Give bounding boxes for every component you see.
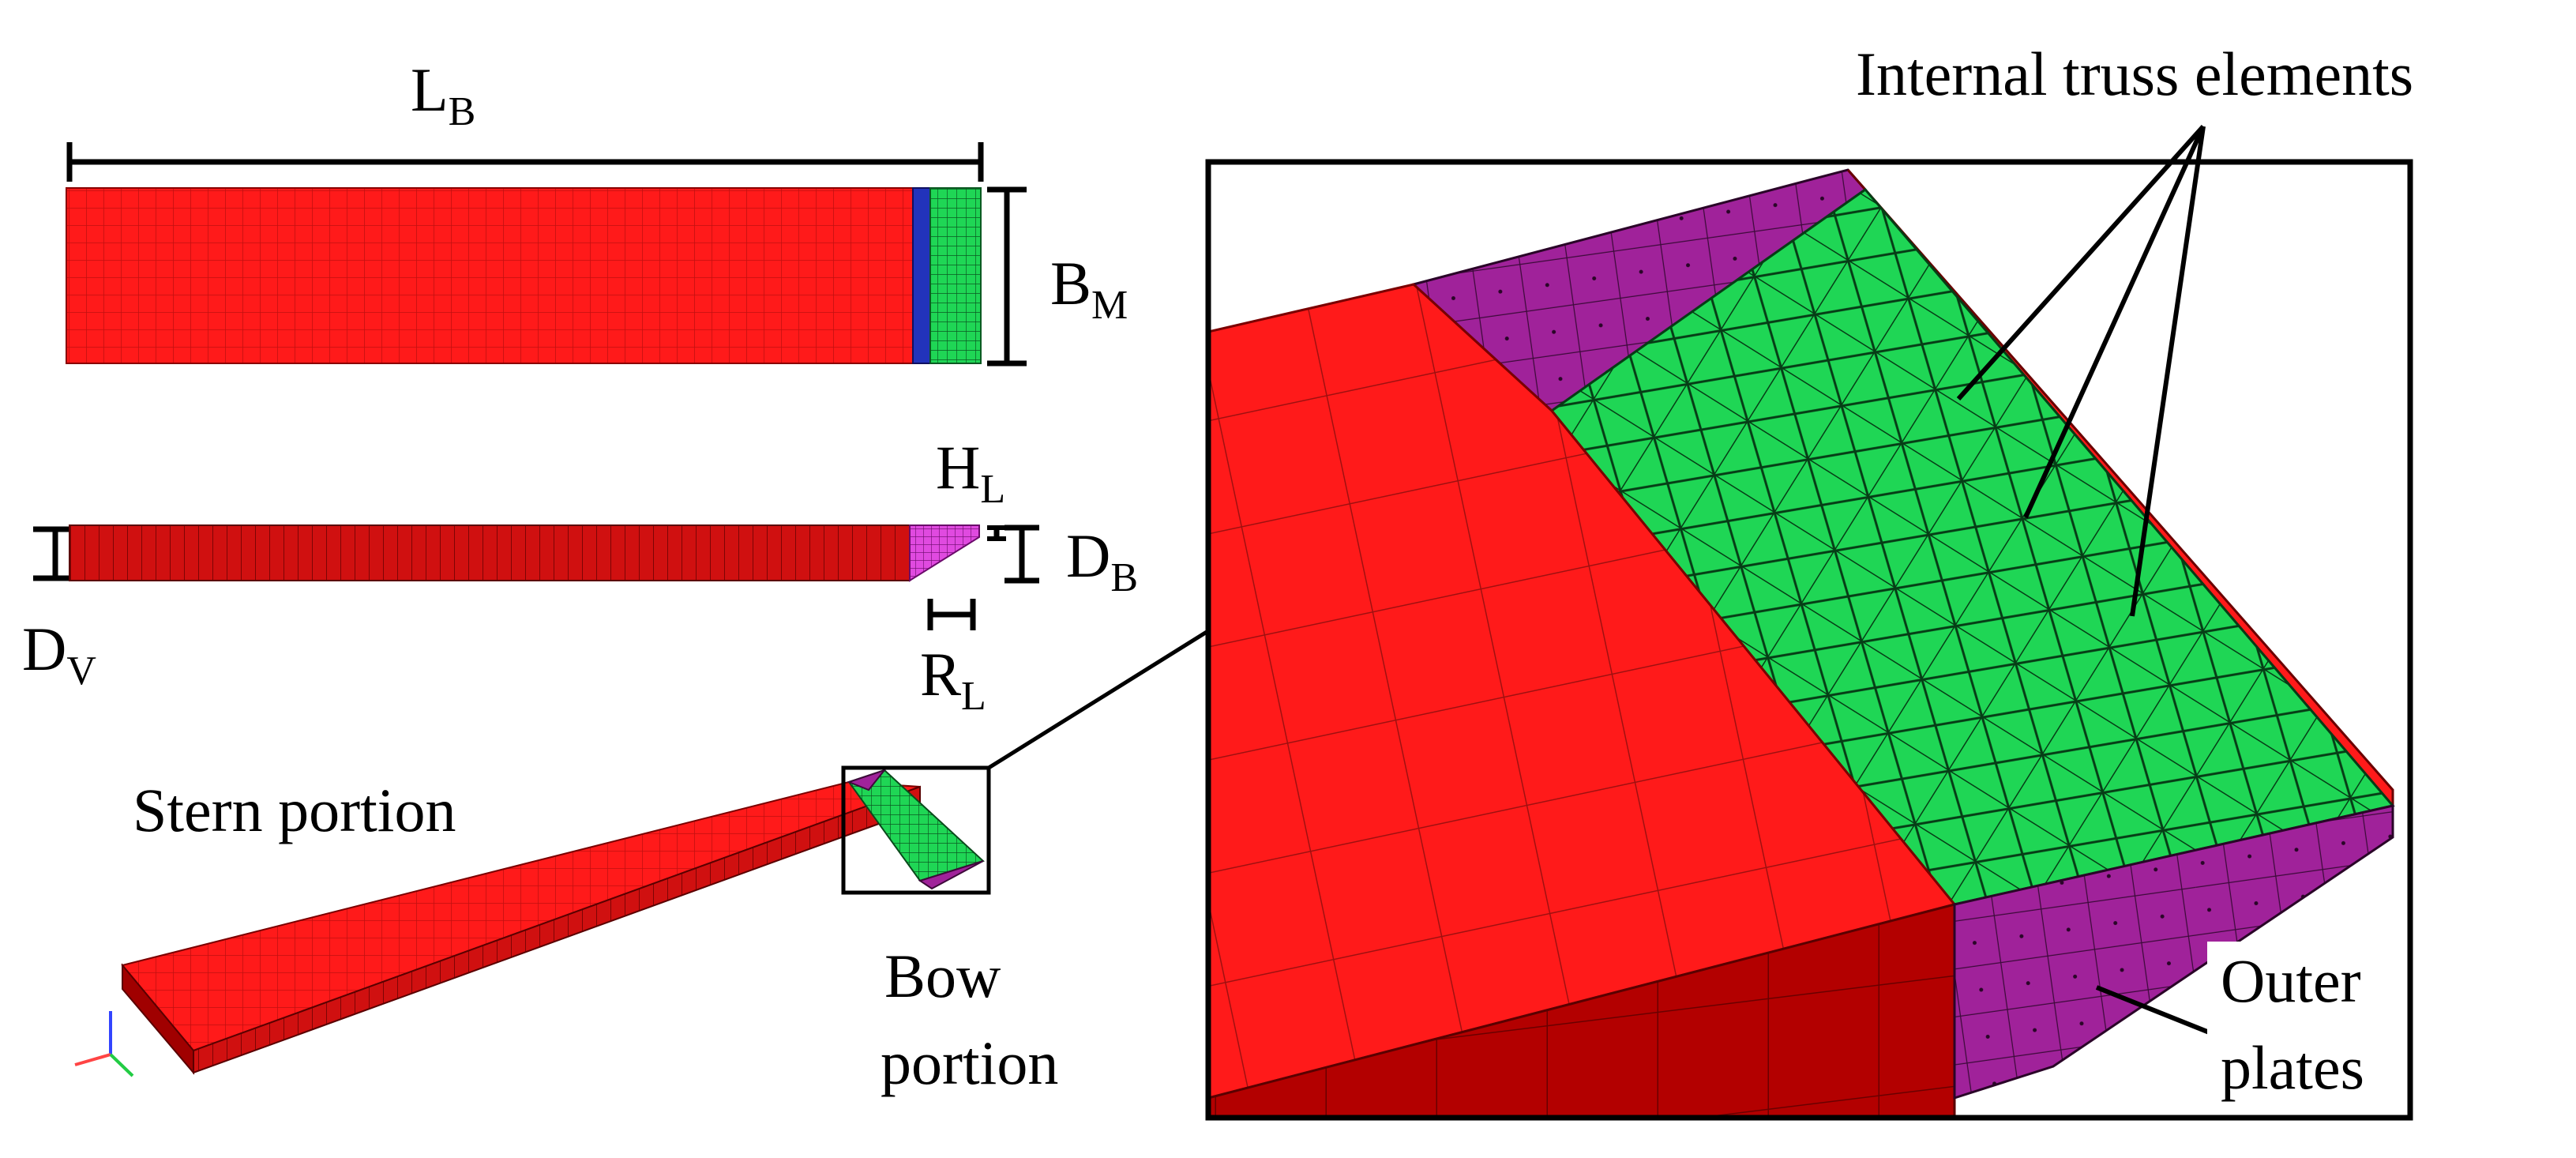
- outer-plates-label-line2: plates: [2221, 1033, 2364, 1102]
- top-view: LB BM: [66, 55, 1128, 367]
- breadth-label: BM: [1050, 249, 1128, 328]
- axis-triad-icon: [74, 1011, 134, 1077]
- hull-side-detail: [1208, 903, 1956, 1118]
- bow-iso-plate-bottom: [918, 860, 984, 890]
- hull-side-rectangle: [69, 524, 911, 581]
- hull-plan-rectangle: [66, 187, 914, 364]
- detail-panel: Internal truss elements Outer plates: [1205, 39, 2413, 1121]
- truss-leader-line-2: [2023, 125, 2206, 519]
- hull-depth-label: DV: [22, 615, 96, 694]
- truss-label: Internal truss elements: [1856, 39, 2413, 108]
- outer-plates-label-bg: [2207, 942, 2397, 1107]
- bow-height-label: HL: [936, 433, 1005, 512]
- stern-label: Stern portion: [133, 776, 456, 844]
- zoom-box: [841, 765, 991, 895]
- hull-deck-detail: [1208, 283, 1957, 1100]
- bow-depth-label: DB: [1066, 521, 1138, 600]
- length-label: LB: [411, 55, 475, 134]
- isometric-view: Stern portion Bow portion: [74, 765, 1058, 1097]
- truss-leader-line-3: [2130, 126, 2206, 617]
- bow-label-line2: portion: [881, 1028, 1058, 1097]
- bow-label-line1: Bow: [884, 942, 1001, 1010]
- outer-plates-label-line1: Outer: [2221, 946, 2361, 1015]
- bow-side-wedge: [909, 524, 980, 582]
- plates-leader-line: [2095, 985, 2217, 1037]
- bow-iso-plate-top: [847, 768, 887, 791]
- zoom-connector-line: [987, 630, 1208, 770]
- detail-frame: [1205, 159, 2413, 1121]
- truss-leader-line-1: [1956, 124, 2206, 401]
- blue-band: [912, 187, 931, 364]
- side-view: DV HL DB RL: [22, 433, 1138, 719]
- bow-plan-region: [929, 187, 982, 364]
- ramp-length-label: RL: [920, 640, 986, 719]
